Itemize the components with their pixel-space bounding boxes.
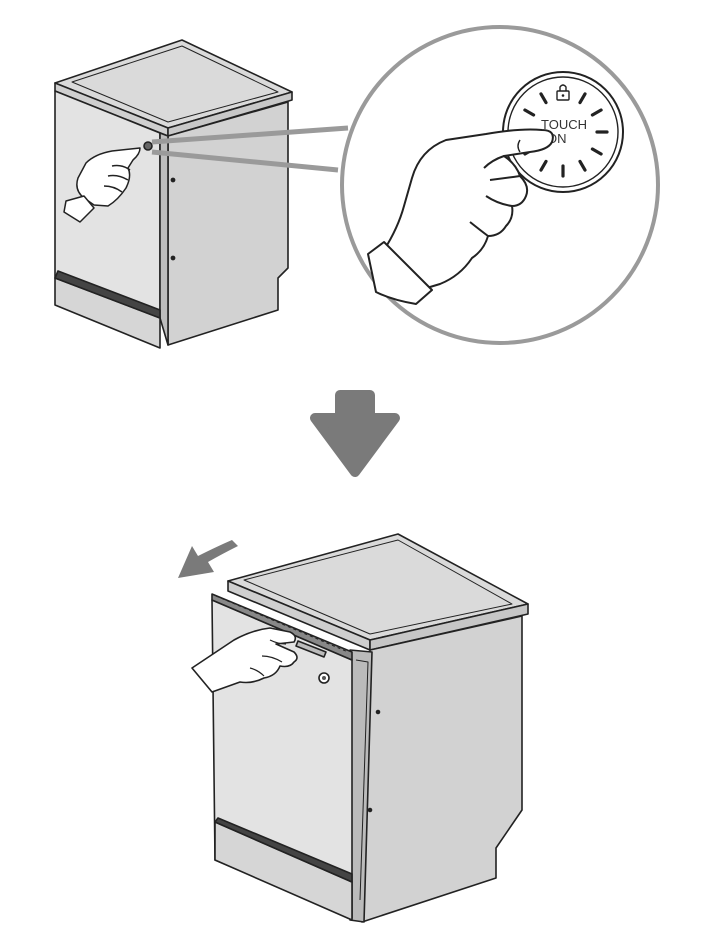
lock-icon <box>556 84 570 101</box>
arrow-down-icon <box>310 390 400 477</box>
curved-arrow-left-icon <box>178 540 238 578</box>
touch-on-button-small[interactable] <box>143 141 153 151</box>
hand-small <box>63 147 141 223</box>
touch-label: TOUCH <box>541 117 587 132</box>
hand-large <box>367 128 554 305</box>
hand-pulling <box>191 627 298 693</box>
magnifier-connector <box>151 125 349 173</box>
dishwasher-opening <box>211 533 529 923</box>
dishwasher-closed <box>54 39 293 349</box>
touch-on-button[interactable]: TOUCH ON <box>502 71 624 193</box>
magnifier-detail: TOUCH ON <box>340 25 660 345</box>
dishwasher-open-side <box>361 615 523 923</box>
